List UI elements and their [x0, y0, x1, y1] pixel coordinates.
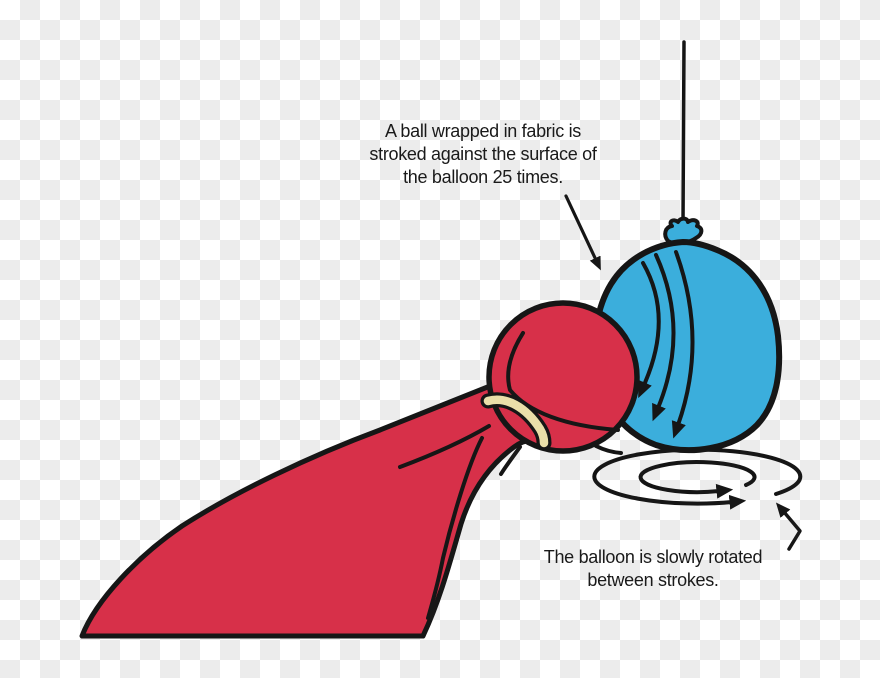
- wrap-note: A ball wrapped in fabric is stroked agai…: [343, 120, 623, 189]
- stroke-direction-arrow-1: [638, 261, 661, 399]
- ball-wrap-crease: [506, 331, 620, 432]
- fabric-fold-lower: [426, 436, 484, 620]
- balloon-knot: [663, 216, 704, 246]
- wrap-note-pointer-arrow: [564, 194, 601, 271]
- balloon-string: [681, 40, 686, 226]
- wrap-note-line-3: the balloon 25 times.: [403, 167, 563, 187]
- fabric-fold-neck: [499, 445, 522, 476]
- rotate-note: The balloon is slowly rotated between st…: [513, 546, 793, 592]
- wrap-note-line-1: A ball wrapped in fabric is: [384, 121, 581, 141]
- rotation-orbit-outer: [592, 447, 803, 510]
- rotation-orbit-inner: [638, 460, 757, 499]
- stroke-direction-arrow-3: [671, 250, 695, 439]
- rotate-note-line-2: between strokes.: [587, 570, 719, 590]
- ball-wrap-crease-small: [594, 444, 623, 455]
- stroke-direction-arrow-2: [652, 253, 676, 422]
- rotate-note-line-1: The balloon is slowly rotated: [543, 547, 763, 567]
- fabric-fold-upper: [398, 424, 491, 469]
- wrap-note-line-2: stroked against the surface of: [369, 144, 597, 164]
- rotate-note-pointer-arrow: [775, 502, 802, 551]
- fabric-tail: [79, 377, 548, 639]
- tie-band: [483, 395, 549, 448]
